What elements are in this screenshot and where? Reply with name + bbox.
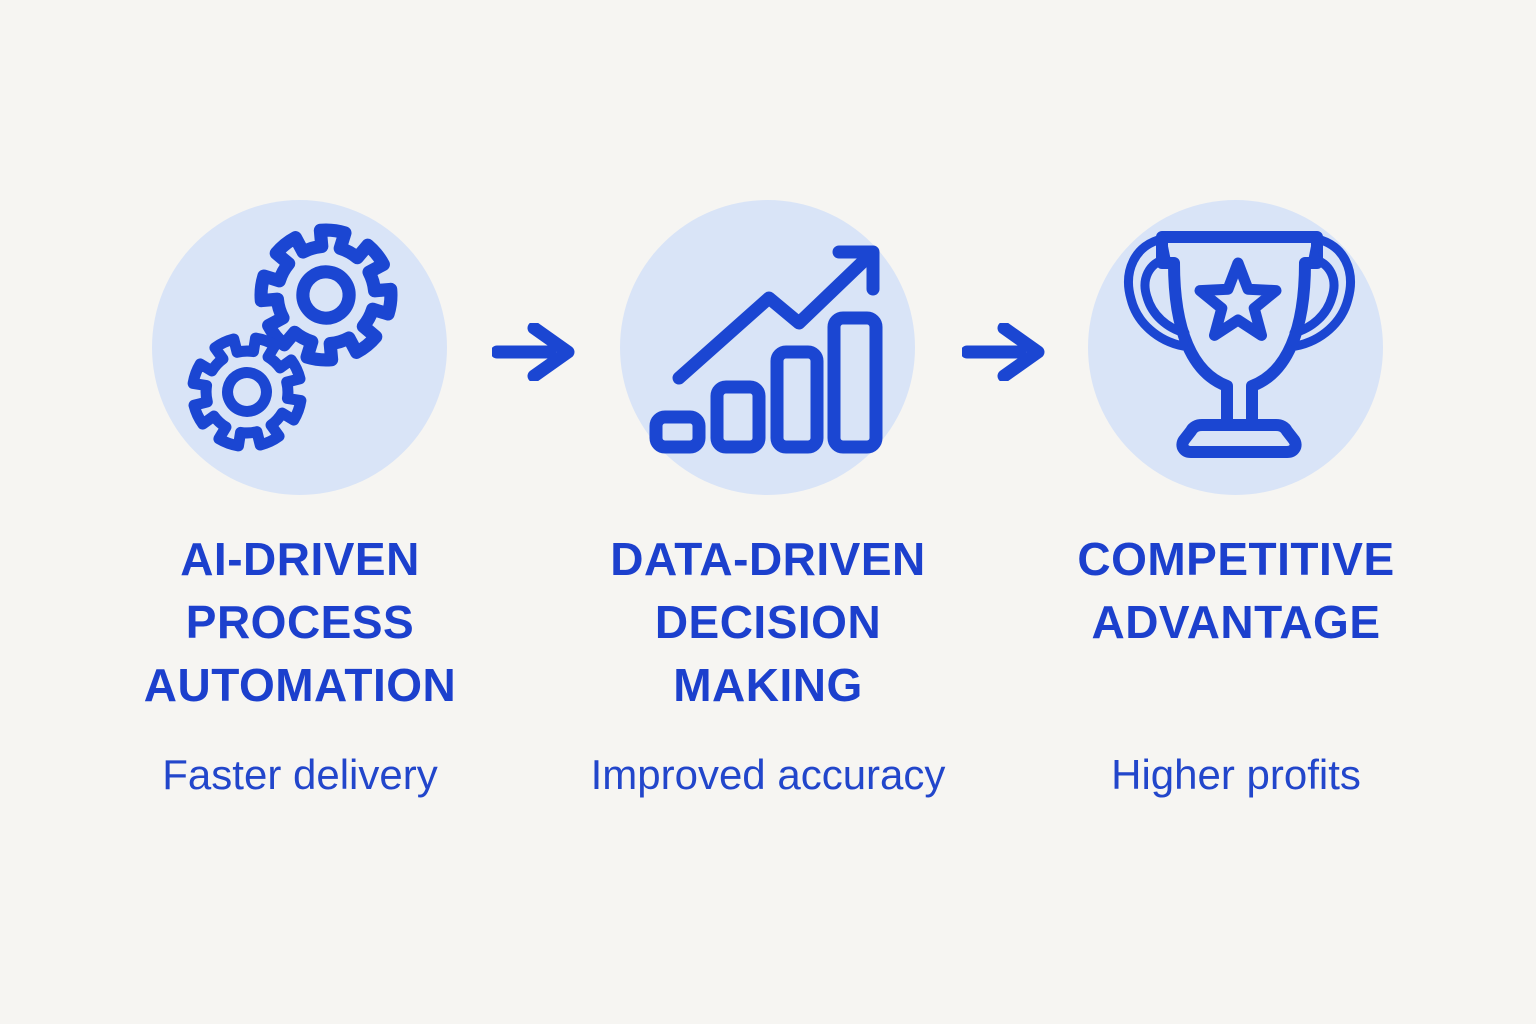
growth-chart-icon (649, 245, 883, 454)
step-title: COMPETITIVE ADVANTAGE (1077, 533, 1395, 648)
step-title: DATA-DRIVEN DECISION MAKING (610, 533, 926, 711)
right-arrow-icon (960, 321, 1046, 383)
trophy-icon (1124, 231, 1355, 458)
step-competitive-advantage: COMPETITIVE ADVANTAGE Higher profits (1006, 0, 1466, 1024)
right-arrow-icon (490, 321, 576, 383)
gear-large-icon (254, 223, 398, 367)
icon-circle (152, 200, 447, 495)
step-data-driven-decision-making: DATA-DRIVEN DECISION MAKING Improved acc… (538, 0, 998, 1024)
step-subtitle: Faster delivery (162, 751, 438, 798)
icon-circle (1088, 200, 1383, 495)
gear-small-icon (187, 332, 307, 452)
step-subtitle: Improved accuracy (590, 751, 946, 798)
icon-circle (620, 200, 915, 495)
step-ai-driven-process-automation: AI-DRIVEN PROCESS AUTOMATION Faster deli… (70, 0, 530, 1024)
step-title: AI-DRIVEN PROCESS AUTOMATION (143, 533, 457, 711)
step-subtitle: Higher profits (1111, 751, 1361, 798)
